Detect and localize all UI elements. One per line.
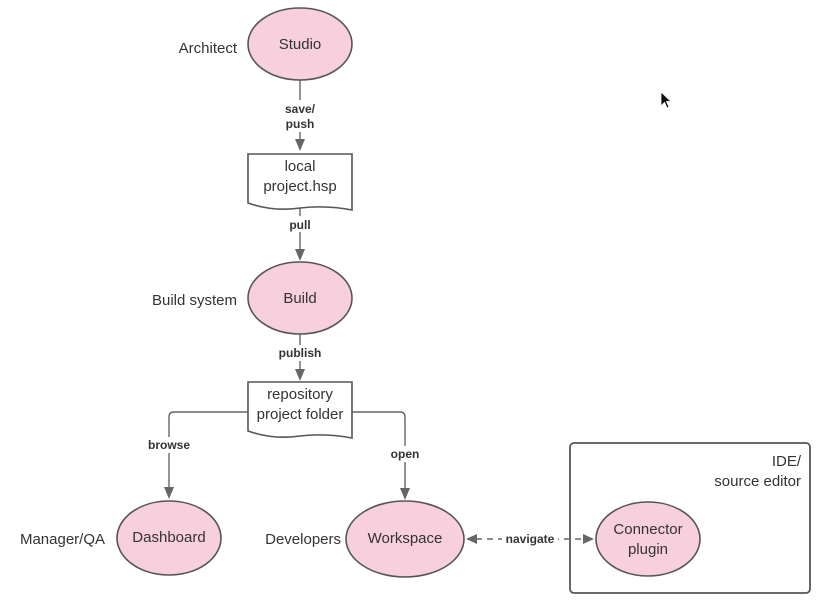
edge-pull-label-bg [284,216,316,232]
node-workspace-shape [345,500,465,578]
edge-publish-label-bg [272,345,328,361]
edge-browse-label-bg [143,437,195,453]
edge-navigate-arrowhead-left [466,534,477,544]
edge-browse-label: browse [148,438,190,452]
edge-save-push[interactable]: save/ push [280,80,320,151]
node-local-project-label-line2: project.hsp [263,178,336,195]
edge-pull-arrowhead [295,249,305,261]
node-local-project[interactable]: local project.hsp [247,153,353,211]
node-dashboard[interactable]: Dashboard [116,500,222,576]
role-label-developers: Developers [265,531,341,548]
node-local-project-shape [247,153,353,211]
node-connector-shape [595,501,701,577]
role-label-build-system: Build system [152,292,237,309]
ide-container-label-line2: source editor [714,473,801,490]
edge-open-label-bg [386,446,424,462]
role-label-architect: Architect [179,40,238,57]
edge-save-push-arrowhead [295,139,305,151]
edge-open-label: open [391,447,420,461]
edge-pull-label: pull [289,218,310,232]
edge-navigate-label: navigate [506,532,555,546]
node-dashboard-label: Dashboard [132,529,205,546]
mouse-cursor-icon [660,91,673,109]
node-studio-shape [247,7,353,81]
node-build-label: Build [283,290,316,307]
edge-open[interactable]: open [352,411,424,500]
node-build[interactable]: Build [247,261,353,335]
edge-navigate[interactable]: navigate [466,531,594,547]
edge-publish-label: publish [279,346,322,360]
edge-publish-arrowhead [295,369,305,381]
edge-open-line [352,411,406,489]
edge-browse-arrowhead [164,487,174,499]
node-repository[interactable]: repository project folder [247,381,353,439]
edge-browse[interactable]: browse [143,411,248,499]
edge-publish[interactable]: publish [272,334,328,381]
node-dashboard-shape [116,500,222,576]
node-connector-label-line1: Connector [613,521,682,538]
node-build-shape [247,261,353,335]
edge-save-push-label-line2: push [286,117,315,131]
node-studio[interactable]: Studio [247,7,353,81]
role-label-manager-qa: Manager/QA [20,531,105,548]
node-repository-shape [247,381,353,439]
node-workspace-label: Workspace [368,530,443,547]
edge-browse-line [168,411,248,488]
node-studio-label: Studio [279,36,322,53]
node-repository-label-line2: project folder [257,406,344,423]
edge-save-push-label-line1: save/ [285,102,316,116]
edge-navigate-label-bg [502,531,558,547]
node-local-project-label-line1: local [285,158,316,175]
edge-pull[interactable]: pull [284,206,316,261]
ide-container-label-line1: IDE/ [772,453,802,470]
edge-open-arrowhead [400,488,410,500]
edge-save-push-label-bg [280,100,320,132]
node-workspace[interactable]: Workspace [345,500,465,578]
node-connector[interactable]: Connector plugin [595,501,701,577]
node-repository-label-line1: repository [267,386,333,403]
edge-navigate-arrowhead-right [583,534,594,544]
node-connector-label-line2: plugin [628,541,668,558]
